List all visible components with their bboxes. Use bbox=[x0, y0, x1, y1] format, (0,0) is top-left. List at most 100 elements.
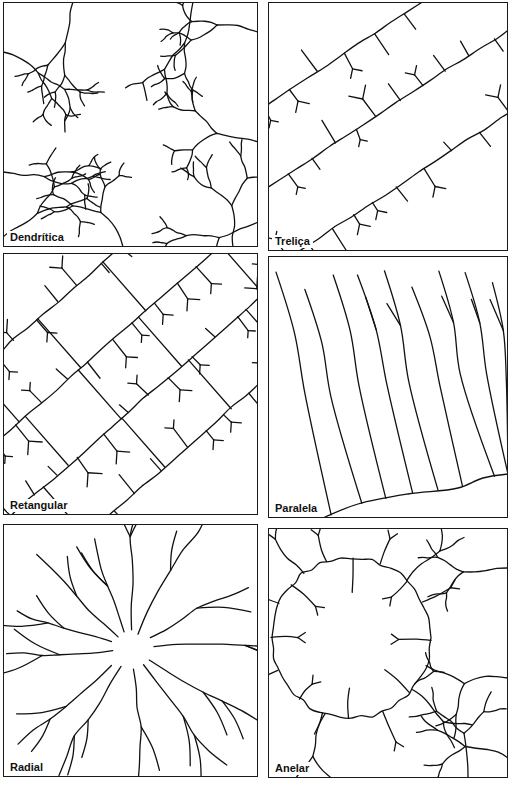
pattern-panel: Dendrítica bbox=[3, 2, 258, 247]
stream-line bbox=[298, 638, 305, 643]
stream-line bbox=[139, 317, 182, 366]
stream-line bbox=[187, 150, 193, 168]
stream-line bbox=[275, 528, 282, 539]
stream-line bbox=[126, 356, 137, 358]
stream-line bbox=[333, 275, 386, 498]
stream-line bbox=[67, 198, 87, 206]
stream-line bbox=[119, 163, 124, 175]
stream-line bbox=[248, 330, 255, 332]
stream-line bbox=[37, 195, 54, 199]
stream-line bbox=[498, 97, 508, 112]
stream-line bbox=[318, 535, 326, 561]
stream-line bbox=[465, 273, 508, 474]
stream-line bbox=[122, 418, 165, 467]
stream-line bbox=[193, 90, 203, 96]
stream-line bbox=[268, 18, 508, 251]
stream-line bbox=[490, 300, 503, 331]
stream-line bbox=[37, 554, 118, 636]
stream-line bbox=[18, 665, 111, 744]
pattern-panel: Retangular bbox=[3, 253, 258, 515]
stream-line bbox=[9, 371, 17, 373]
stream-line bbox=[81, 553, 107, 586]
stream-line bbox=[173, 107, 195, 111]
stream-line bbox=[67, 557, 76, 597]
stream-line bbox=[275, 539, 304, 573]
stream-line bbox=[65, 89, 70, 108]
stream-line bbox=[194, 177, 211, 188]
stream-line bbox=[415, 66, 417, 75]
stream-line bbox=[276, 272, 331, 515]
stream-line bbox=[195, 156, 206, 167]
stream-line bbox=[126, 83, 143, 88]
stream-line bbox=[193, 162, 195, 177]
pattern-label: Retangular bbox=[7, 499, 70, 512]
stream-line bbox=[314, 713, 322, 734]
stream-line bbox=[437, 730, 465, 746]
stream-line bbox=[211, 188, 232, 206]
stream-line bbox=[3, 253, 258, 486]
stream-line bbox=[132, 323, 142, 335]
stream-line bbox=[100, 169, 105, 187]
stream-line bbox=[271, 636, 298, 637]
stream-line bbox=[38, 319, 81, 368]
stream-line bbox=[498, 85, 501, 97]
stream-line bbox=[144, 665, 227, 765]
stream-line bbox=[176, 40, 191, 55]
pattern-label: Radial bbox=[7, 761, 46, 774]
stream-line bbox=[426, 653, 434, 672]
pattern-panel: Radial bbox=[3, 524, 258, 777]
stream-line bbox=[206, 329, 215, 337]
stream-line bbox=[424, 764, 442, 766]
stream-line bbox=[77, 457, 88, 472]
stream-line bbox=[95, 157, 101, 169]
stream-line bbox=[130, 524, 153, 537]
stream-line bbox=[206, 431, 213, 440]
stream-line bbox=[95, 539, 124, 632]
stream-line bbox=[3, 172, 45, 177]
stream-line bbox=[246, 309, 258, 358]
stream-line bbox=[119, 475, 134, 494]
stream-line bbox=[375, 34, 389, 55]
stream-line bbox=[471, 299, 479, 323]
stream-line bbox=[446, 593, 448, 611]
stream-line bbox=[65, 115, 66, 132]
stream-line bbox=[184, 43, 186, 73]
stream-line bbox=[179, 32, 180, 45]
stream-line bbox=[323, 474, 508, 518]
stream-line bbox=[230, 422, 232, 432]
stream-line bbox=[272, 558, 431, 718]
stream-line bbox=[383, 711, 396, 742]
stream-line bbox=[80, 222, 94, 225]
stream-line bbox=[45, 172, 73, 177]
stream-line bbox=[332, 229, 346, 251]
stream-line bbox=[268, 670, 278, 685]
stream-line bbox=[390, 534, 397, 539]
stream-line bbox=[56, 369, 67, 379]
stream-line bbox=[391, 634, 398, 639]
stream-line bbox=[484, 692, 491, 712]
stream-line bbox=[383, 597, 392, 599]
stream-line bbox=[141, 727, 159, 770]
stream-line bbox=[444, 142, 452, 150]
stream-line bbox=[4, 456, 6, 463]
stream-line bbox=[456, 684, 464, 715]
stream-line bbox=[217, 25, 258, 32]
stream-line bbox=[203, 692, 227, 735]
stream-line bbox=[378, 211, 387, 213]
stream-line bbox=[3, 623, 48, 626]
stream-line bbox=[356, 129, 360, 139]
stream-line bbox=[405, 73, 414, 75]
stream-line bbox=[357, 275, 412, 493]
stream-line bbox=[5, 456, 12, 458]
stream-line bbox=[29, 440, 43, 442]
stream-line bbox=[143, 69, 165, 82]
stream-line bbox=[38, 73, 64, 89]
stream-line bbox=[167, 228, 186, 236]
stream-line bbox=[165, 427, 174, 429]
stream-line bbox=[160, 217, 167, 228]
stream-line bbox=[173, 420, 175, 429]
stream-line bbox=[464, 733, 468, 778]
stream-line bbox=[238, 317, 248, 331]
stream-line bbox=[16, 425, 29, 441]
stream-line bbox=[153, 242, 167, 244]
